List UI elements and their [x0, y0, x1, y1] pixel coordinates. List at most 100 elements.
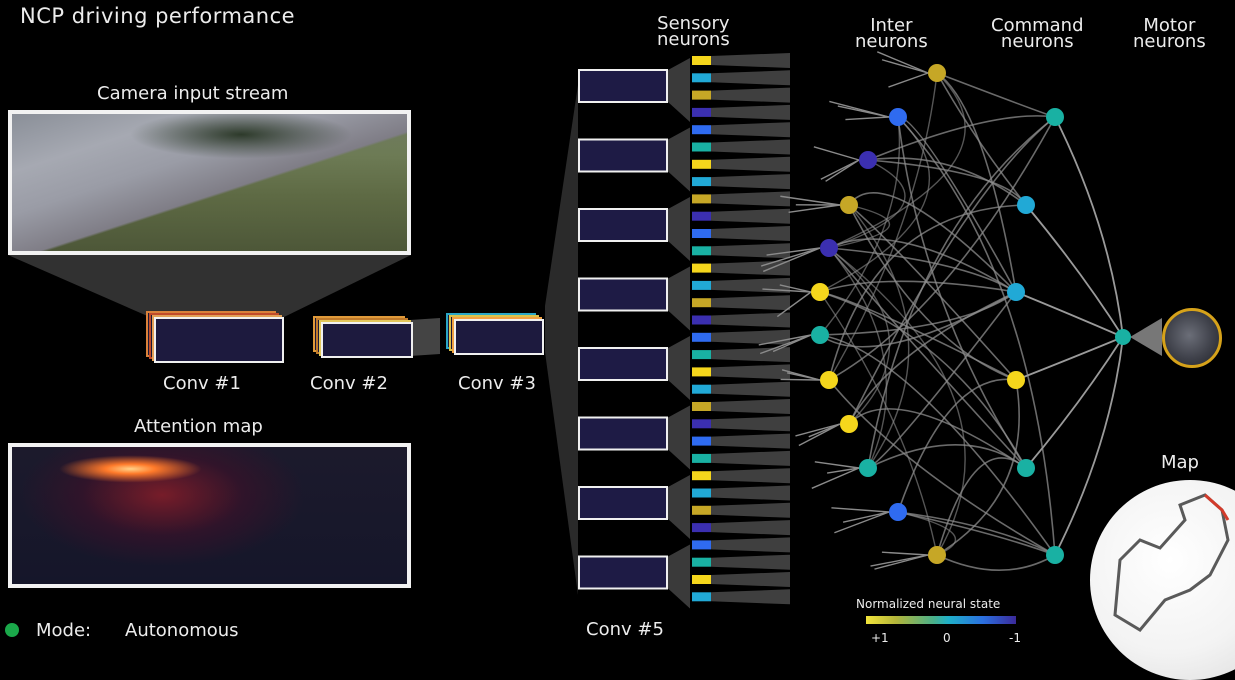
- sensory-neuron: [692, 108, 711, 117]
- feature-projection: [668, 267, 690, 331]
- sensory-neuron: [692, 489, 711, 498]
- sensory-synapse: [877, 52, 928, 73]
- sensory-fan: [711, 382, 790, 397]
- sensory-fan: [711, 520, 790, 535]
- sensory-synapse: [831, 508, 889, 512]
- sensory-fan: [711, 399, 790, 414]
- inter-neuron: [811, 283, 829, 301]
- sensory-synapse: [795, 424, 840, 436]
- sensory-neuron: [692, 264, 711, 273]
- sensory-fan: [711, 313, 790, 328]
- conv5-feature-map: [579, 209, 667, 241]
- feature-projection: [668, 336, 690, 400]
- motor-to-wheel-projection: [1130, 318, 1162, 356]
- projection-conv2-conv3: [410, 318, 440, 356]
- sensory-synapse: [799, 424, 840, 446]
- conv5-feature-map: [579, 70, 667, 102]
- sensory-fan: [711, 434, 790, 449]
- feature-projection: [668, 197, 690, 261]
- sensory-synapse: [814, 147, 859, 160]
- sensory-fan: [711, 243, 790, 258]
- synapse-curve: [937, 380, 1019, 555]
- sensory-fan: [711, 209, 790, 224]
- projection-to-conv5: [545, 85, 578, 595]
- command-motor-synapse: [1055, 117, 1123, 337]
- sensory-neuron: [692, 91, 711, 100]
- command-motor-synapse: [1016, 337, 1123, 380]
- sensory-neuron: [692, 350, 711, 359]
- sensory-fan: [711, 88, 790, 103]
- conv2-stack-front: [322, 323, 412, 357]
- sensory-fan: [711, 53, 790, 68]
- sensory-fan: [711, 537, 790, 552]
- map-current-segment: [1205, 495, 1228, 520]
- sensory-neuron: [692, 281, 711, 290]
- sensory-neuron: [692, 454, 711, 463]
- sensory-neuron: [692, 56, 711, 65]
- feature-projection: [668, 128, 690, 192]
- synapse-curve: [898, 379, 1016, 512]
- camera-projection: [8, 255, 411, 318]
- inter-neuron: [859, 459, 877, 477]
- sensory-neuron: [692, 471, 711, 480]
- inter-neuron: [820, 239, 838, 257]
- command-neuron: [1007, 283, 1025, 301]
- sensory-neuron: [692, 177, 711, 186]
- feature-projection: [668, 406, 690, 470]
- command-neuron: [1017, 459, 1035, 477]
- conv5-feature-map: [579, 140, 667, 172]
- inter-neuron: [928, 546, 946, 564]
- sensory-fan: [711, 330, 790, 345]
- command-motor-synapse: [1055, 337, 1123, 555]
- inter-neuron: [928, 64, 946, 82]
- feature-projection: [668, 545, 690, 609]
- sensory-fan: [711, 226, 790, 241]
- sensory-fan: [711, 572, 790, 587]
- command-neuron: [1007, 371, 1025, 389]
- command-neuron: [1017, 196, 1035, 214]
- feature-projection: [668, 58, 690, 122]
- sensory-neuron: [692, 194, 711, 203]
- sensory-fan: [711, 295, 790, 310]
- sensory-neuron: [692, 125, 711, 134]
- sensory-neuron: [692, 506, 711, 515]
- sensory-synapse: [882, 552, 928, 555]
- sensory-fan: [711, 157, 790, 172]
- sensory-synapse: [834, 512, 889, 533]
- sensory-synapse: [781, 379, 820, 380]
- sensory-fan: [711, 70, 790, 85]
- synapse-curve: [829, 205, 890, 248]
- sensory-neuron: [692, 298, 711, 307]
- sensory-neuron: [692, 437, 711, 446]
- inter-neuron: [859, 151, 877, 169]
- sensory-neuron: [692, 73, 711, 82]
- sensory-fan: [711, 486, 790, 501]
- sensory-neuron: [692, 316, 711, 325]
- sensory-neuron: [692, 367, 711, 376]
- conv1-stack-front: [155, 318, 283, 362]
- inter-neuron: [840, 415, 858, 433]
- sensory-fan: [711, 140, 790, 155]
- sensory-neuron: [692, 212, 711, 221]
- sensory-fan: [711, 122, 790, 137]
- inter-neuron: [820, 371, 838, 389]
- sensory-fan: [711, 191, 790, 206]
- sensory-neuron: [692, 592, 711, 601]
- sensory-neuron: [692, 419, 711, 428]
- synapse-curve: [820, 335, 1055, 555]
- sensory-synapse: [821, 160, 859, 179]
- sensory-synapse: [845, 117, 889, 120]
- inter-neuron: [889, 108, 907, 126]
- sensory-neuron: [692, 558, 711, 567]
- sensory-synapse: [882, 60, 928, 73]
- sensory-neuron: [692, 333, 711, 342]
- sensory-synapse: [838, 106, 889, 117]
- sensory-fan: [711, 174, 790, 189]
- sensory-fan: [711, 468, 790, 483]
- sensory-neuron: [692, 402, 711, 411]
- sensory-fan: [711, 416, 790, 431]
- ncp-network-diagram: [0, 0, 1235, 648]
- conv5-feature-map: [579, 557, 667, 589]
- sensory-synapse: [789, 205, 840, 212]
- sensory-fan: [711, 364, 790, 379]
